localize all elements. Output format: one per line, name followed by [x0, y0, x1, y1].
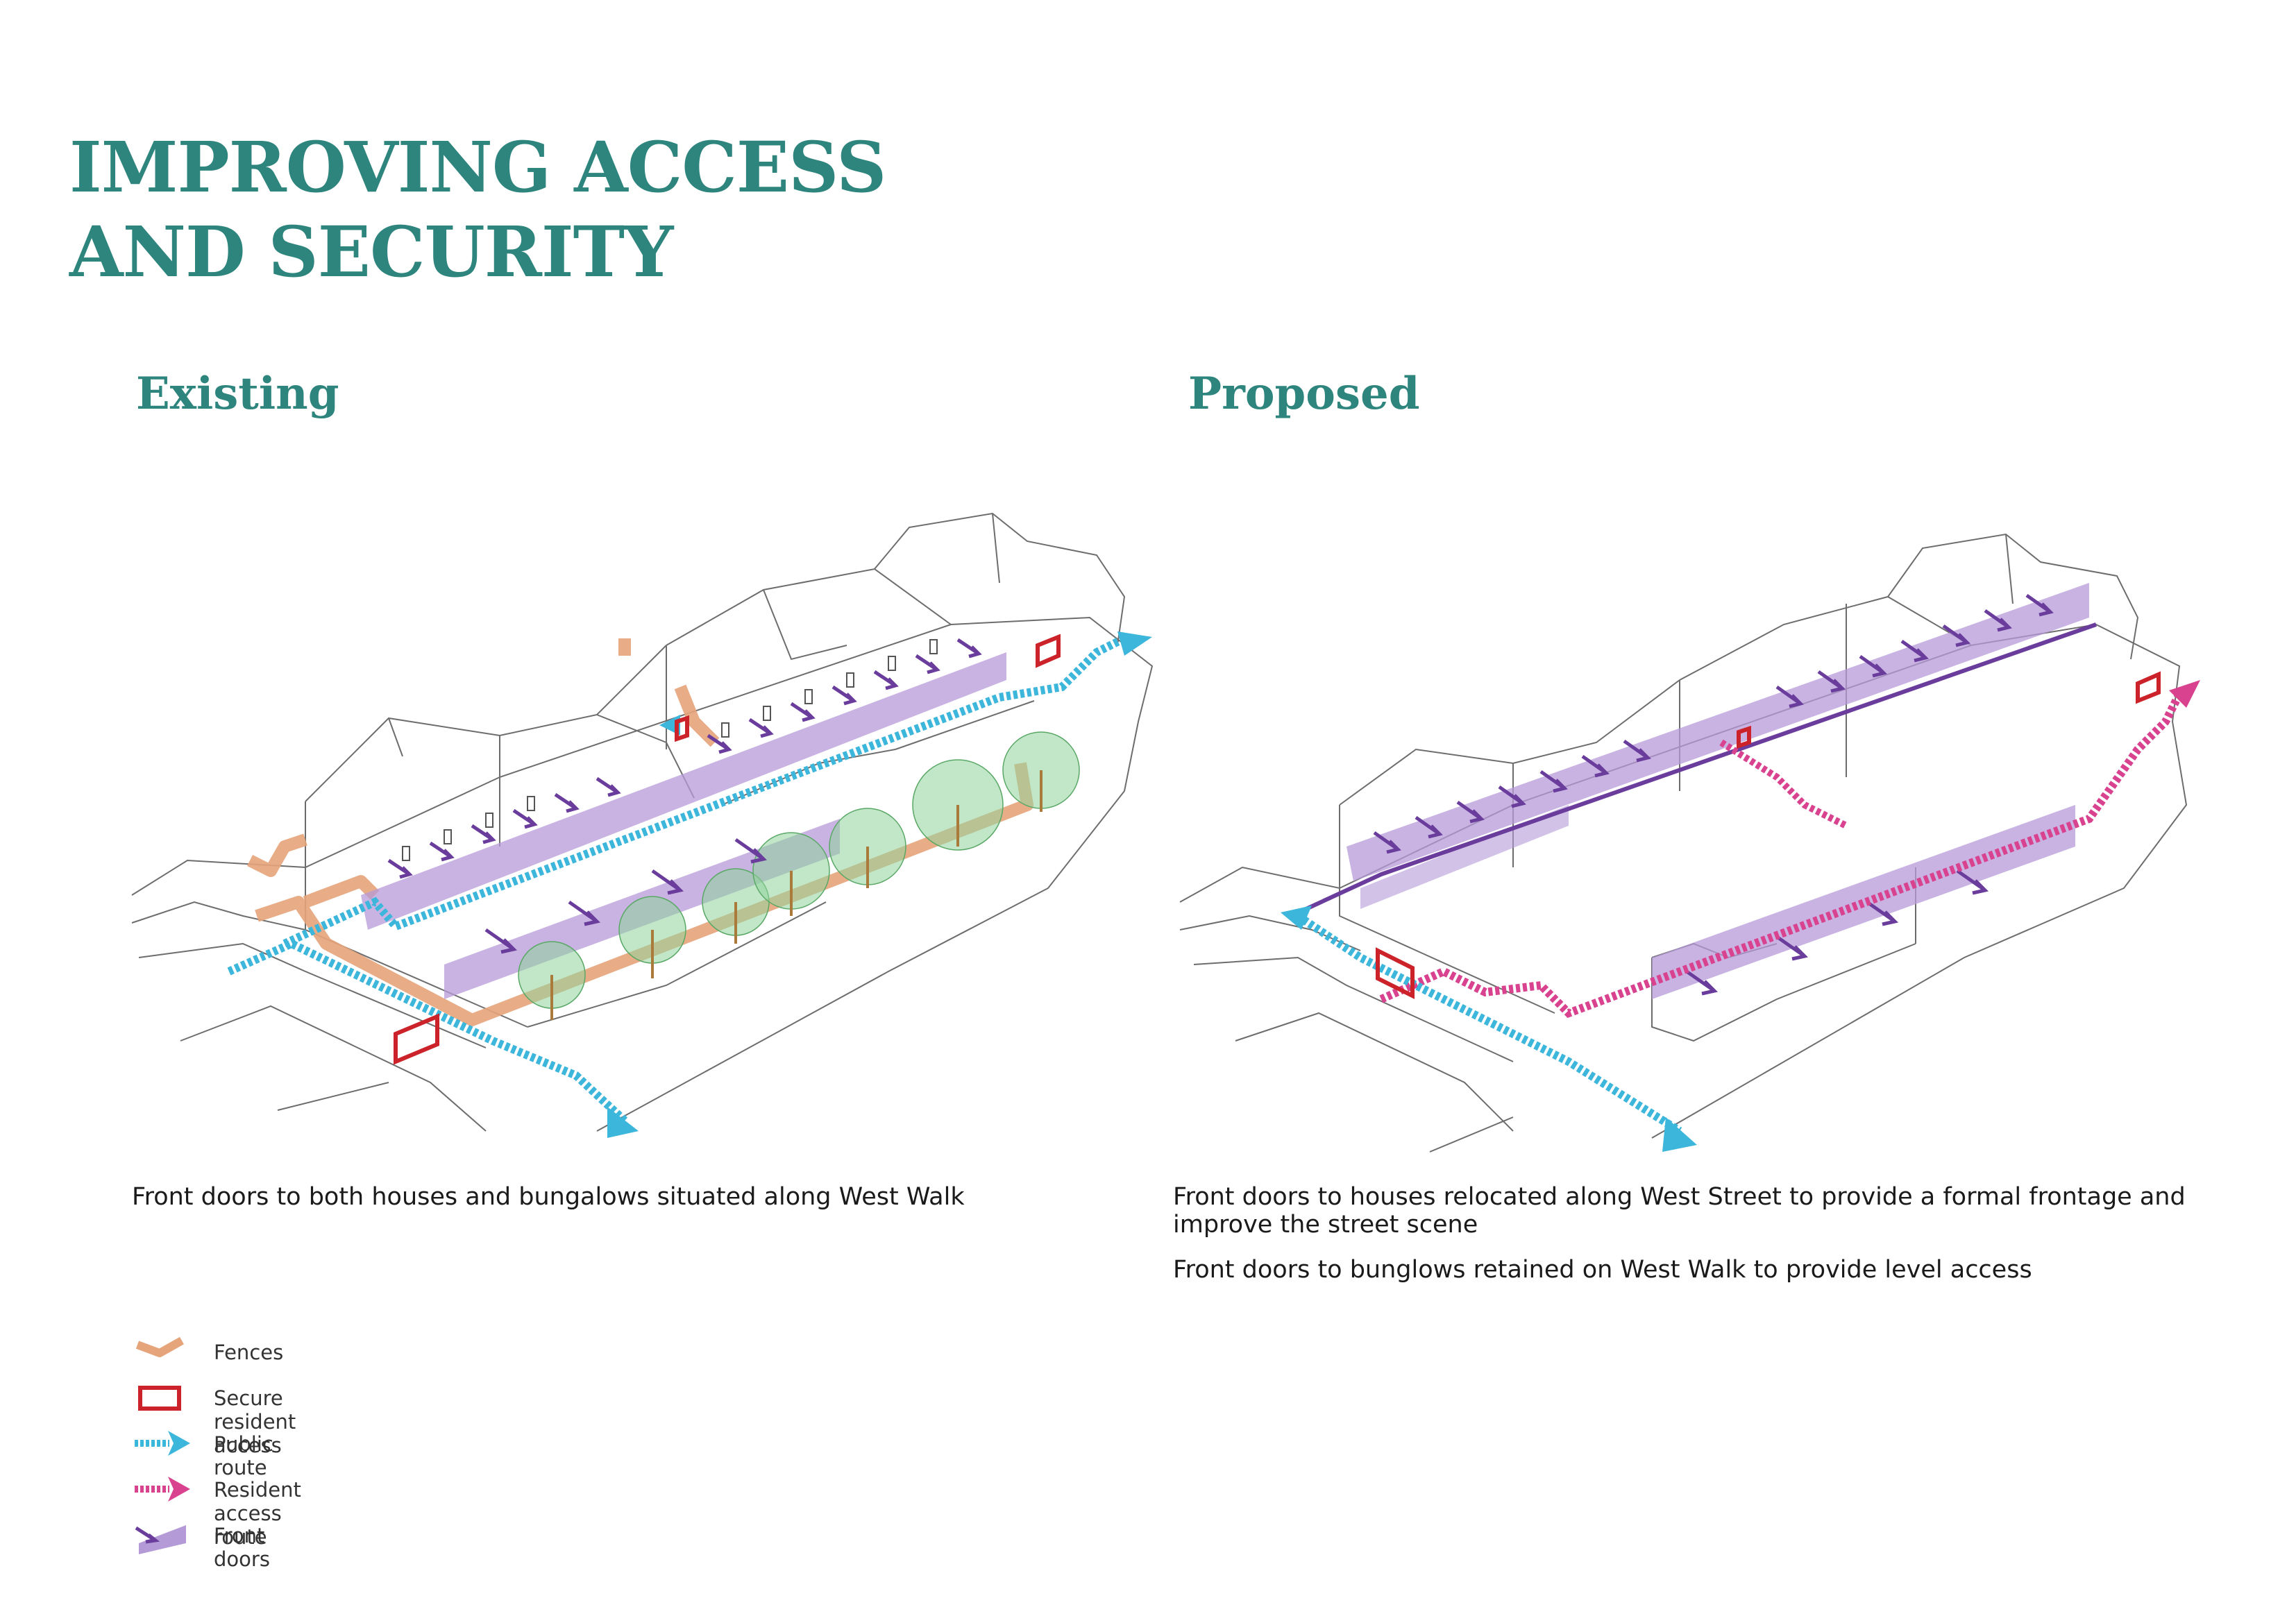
proposed-resident-route-branch	[1719, 739, 1848, 829]
proposed-panel-title: Proposed	[1188, 368, 1420, 420]
existing-public-route	[227, 939, 628, 1124]
existing-front-door-band-houses	[361, 652, 1006, 930]
existing-front-door-arrows	[387, 638, 982, 954]
existing-public-route-arrowhead-2	[1117, 631, 1152, 656]
front-doors-icon	[135, 1525, 186, 1554]
proposed-public-route	[1295, 912, 1682, 1135]
proposed-public-route-arrowhead-1	[1662, 1117, 1697, 1152]
existing-caption: Front doors to both houses and bungalows…	[132, 1183, 965, 1211]
proposed-axonometric-drawing	[1179, 533, 2200, 1153]
proposed-resident-route-arrowhead	[2169, 680, 2200, 708]
proposed-front-door-band-bungalows	[1652, 805, 2075, 999]
existing-public-route-upper	[282, 634, 1126, 948]
existing-public-route-arrowhead-1	[607, 1107, 639, 1138]
fence-icon	[135, 1336, 184, 1357]
legend-label: Front doors	[214, 1524, 270, 1571]
public-route-icon	[135, 1431, 190, 1456]
legend-label: Fences	[214, 1341, 284, 1364]
existing-secure-access-points	[394, 634, 1061, 1065]
existing-door-marks	[402, 639, 938, 861]
proposed-front-door-band-houses-lower	[1360, 805, 1569, 909]
proposed-caption-houses: Front doors to houses relocated along We…	[1173, 1183, 2186, 1239]
page-title: IMPROVING ACCESS AND SECURITY	[69, 125, 886, 294]
secure-access-icon	[138, 1386, 181, 1411]
legend-label: Resident access route	[214, 1478, 301, 1549]
proposed-caption-bungalows: Front doors to bunglows retained on West…	[1173, 1256, 2032, 1284]
page-title-line-1: IMPROVING ACCESS	[69, 126, 886, 208]
existing-axonometric-drawing	[131, 512, 1154, 1138]
page-title-line-2: AND SECURITY	[69, 211, 673, 293]
proposed-front-door-arrows	[1373, 593, 2054, 996]
proposed-resident-route	[1379, 692, 2184, 1018]
existing-panel-title: Existing	[136, 368, 339, 420]
legend-label: Secure resident access	[214, 1386, 296, 1457]
resident-route-icon	[135, 1477, 190, 1502]
proposed-house-door-route	[1290, 622, 2097, 918]
existing-tree-trunks	[550, 770, 1043, 1020]
proposed-front-door-band-houses	[1347, 583, 2089, 881]
legend-label: Public route	[214, 1432, 273, 1479]
proposed-public-route-arrowhead-2	[1281, 906, 1312, 930]
proposed-secure-access-points	[1376, 671, 2161, 999]
